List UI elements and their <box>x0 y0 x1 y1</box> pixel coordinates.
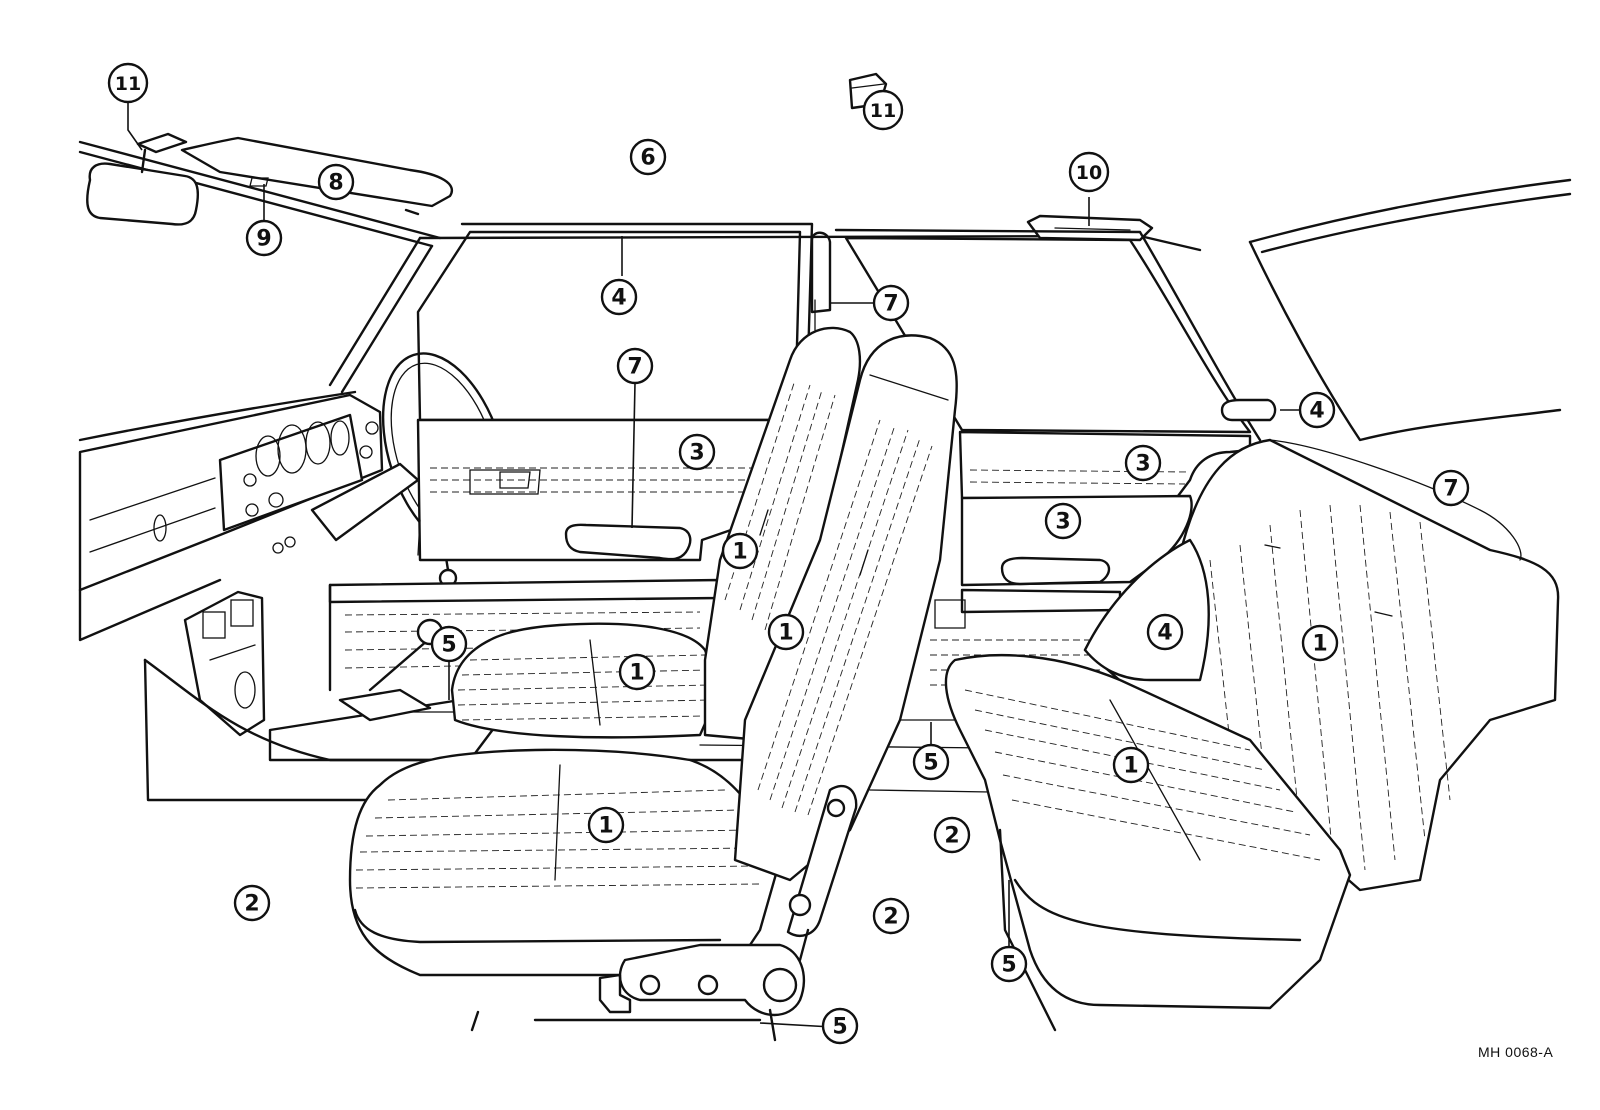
floor-carpet <box>268 618 991 793</box>
svg-text:3: 3 <box>1135 452 1150 477</box>
callout-1: 1 <box>721 532 759 570</box>
callout-5: 5 <box>990 945 1028 983</box>
callout-3: 3 <box>1124 444 1162 482</box>
sun-visor <box>180 136 453 216</box>
callout-1: 1 <box>618 653 656 691</box>
callout-5: 5 <box>430 625 468 663</box>
callout-8: 8 <box>317 163 355 201</box>
svg-text:2: 2 <box>944 824 959 849</box>
svg-text:1: 1 <box>629 661 644 686</box>
callout-4: 4 <box>1146 613 1184 651</box>
callout-7: 7 <box>616 347 654 385</box>
front-seat-right <box>348 334 958 1042</box>
svg-text:1: 1 <box>778 621 793 646</box>
rear-door <box>834 228 1562 686</box>
svg-text:6: 6 <box>640 146 655 171</box>
callout-3: 3 <box>1044 502 1082 540</box>
callout-7: 7 <box>872 284 910 322</box>
svg-text:11: 11 <box>870 100 896 122</box>
svg-text:4: 4 <box>1309 399 1324 424</box>
svg-text:11: 11 <box>115 73 141 95</box>
callout-1: 1 <box>1301 624 1339 662</box>
callout-5: 5 <box>821 1007 859 1045</box>
svg-text:5: 5 <box>923 751 938 776</box>
svg-text:7: 7 <box>1443 477 1458 502</box>
drawing-code: MH 0068-A <box>1478 1044 1554 1060</box>
callout-1: 1 <box>767 613 805 651</box>
assist-grip-roof <box>1026 214 1154 242</box>
callout-5: 5 <box>912 743 950 781</box>
callout-4: 4 <box>1298 391 1336 429</box>
svg-text:8: 8 <box>328 171 343 196</box>
rear-view-mirror <box>86 132 199 226</box>
rear-seat <box>944 438 1560 1032</box>
callout-10: 10 <box>1068 151 1110 193</box>
dashboard <box>78 390 384 737</box>
svg-text:10: 10 <box>1076 162 1102 184</box>
svg-text:5: 5 <box>1001 953 1016 978</box>
callout-1: 1 <box>587 806 625 844</box>
callout-9: 9 <box>245 219 283 257</box>
front-seat-left <box>450 326 862 742</box>
svg-text:1: 1 <box>1312 632 1327 657</box>
svg-text:3: 3 <box>689 441 704 466</box>
svg-text:9: 9 <box>256 227 271 252</box>
svg-text:1: 1 <box>1123 754 1138 779</box>
svg-text:4: 4 <box>1157 621 1172 646</box>
callout-3: 3 <box>678 433 716 471</box>
svg-text:7: 7 <box>883 292 898 317</box>
svg-text:5: 5 <box>441 633 456 658</box>
svg-text:7: 7 <box>627 355 642 380</box>
svg-text:2: 2 <box>244 892 259 917</box>
callout-2: 2 <box>872 897 910 935</box>
callout-11: 11 <box>862 89 904 131</box>
callout-11: 11 <box>107 62 149 104</box>
callout-2: 2 <box>933 816 971 854</box>
svg-text:1: 1 <box>732 540 747 565</box>
callout-6: 6 <box>629 138 667 176</box>
callout-1: 1 <box>1112 746 1150 784</box>
callout-4: 4 <box>600 278 638 316</box>
svg-text:4: 4 <box>611 286 626 311</box>
leader-lines <box>127 96 1301 1028</box>
callout-7: 7 <box>1432 469 1470 507</box>
svg-text:3: 3 <box>1055 510 1070 535</box>
b-pillar <box>810 231 832 331</box>
callout-2: 2 <box>233 884 271 922</box>
svg-text:5: 5 <box>832 1015 847 1040</box>
svg-text:2: 2 <box>883 905 898 930</box>
svg-text:1: 1 <box>598 814 613 839</box>
